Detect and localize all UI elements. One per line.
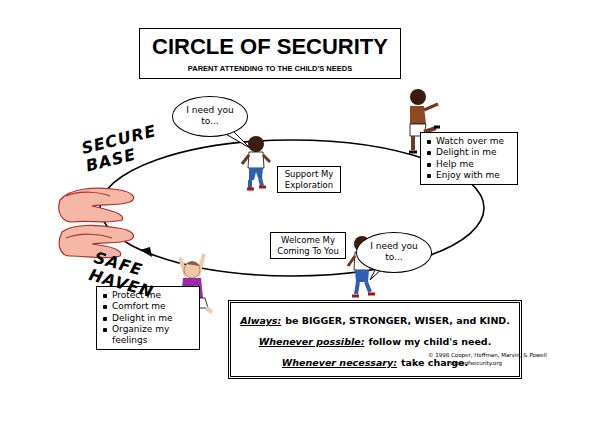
rule-keyword: Whenever possible: — [259, 336, 365, 347]
circle-arrowhead — [140, 247, 152, 257]
web-address: circleofsecurity.org — [450, 360, 502, 366]
speech-bubble: I need you to... — [172, 96, 248, 137]
node-text: I need you to... — [363, 241, 425, 264]
node-text: CIRCLE OF SECURITY — [152, 33, 388, 61]
label-box: Welcome My Coming To You — [270, 232, 346, 259]
rule-box: Always: be BIGGER, STRONGER, WISER, and K… — [228, 300, 522, 379]
title-box: CIRCLE OF SECURITY PARENT ATTENDING TO TH… — [139, 28, 401, 79]
need-item: Help me — [426, 159, 512, 170]
rule-line: Always: be BIGGER, STRONGER, WISER, and K… — [237, 309, 513, 328]
rule-keyword: Whenever necessary: — [282, 357, 397, 368]
need-item: Delight in me — [102, 313, 194, 324]
node-text: I need you to... — [179, 105, 241, 128]
speech-bubble: I need you to... — [356, 232, 432, 273]
copyright-note: © 1998 Cooper, Hoffman, Marvin, & Powell — [428, 352, 547, 358]
node-text: Welcome My Coming To You — [274, 235, 342, 256]
exploring-child — [242, 136, 270, 189]
node-text: Support My Exploration — [281, 169, 337, 190]
need-list-box: Watch over meDelight in meHelp meEnjoy w… — [420, 132, 518, 185]
label-box: Support My Exploration — [277, 166, 341, 193]
need-item: Watch over me — [426, 136, 512, 147]
need-item: Delight in me — [426, 147, 512, 158]
need-item: Organize my feelings — [102, 324, 194, 347]
rule-keyword: Always: — [240, 315, 281, 326]
parent-hands — [59, 188, 134, 258]
need-item: Enjoy with me — [426, 170, 512, 181]
rule-text: follow my child's need. — [368, 336, 491, 347]
rule-text: be BIGGER, STRONGER, WISER, and KIND. — [285, 315, 510, 326]
rule-line: Whenever possible:follow my child's need… — [237, 330, 513, 349]
node-subtext: PARENT ATTENDING TO THE CHILD'S NEEDS — [152, 64, 388, 73]
need-item: Comfort me — [102, 301, 194, 312]
